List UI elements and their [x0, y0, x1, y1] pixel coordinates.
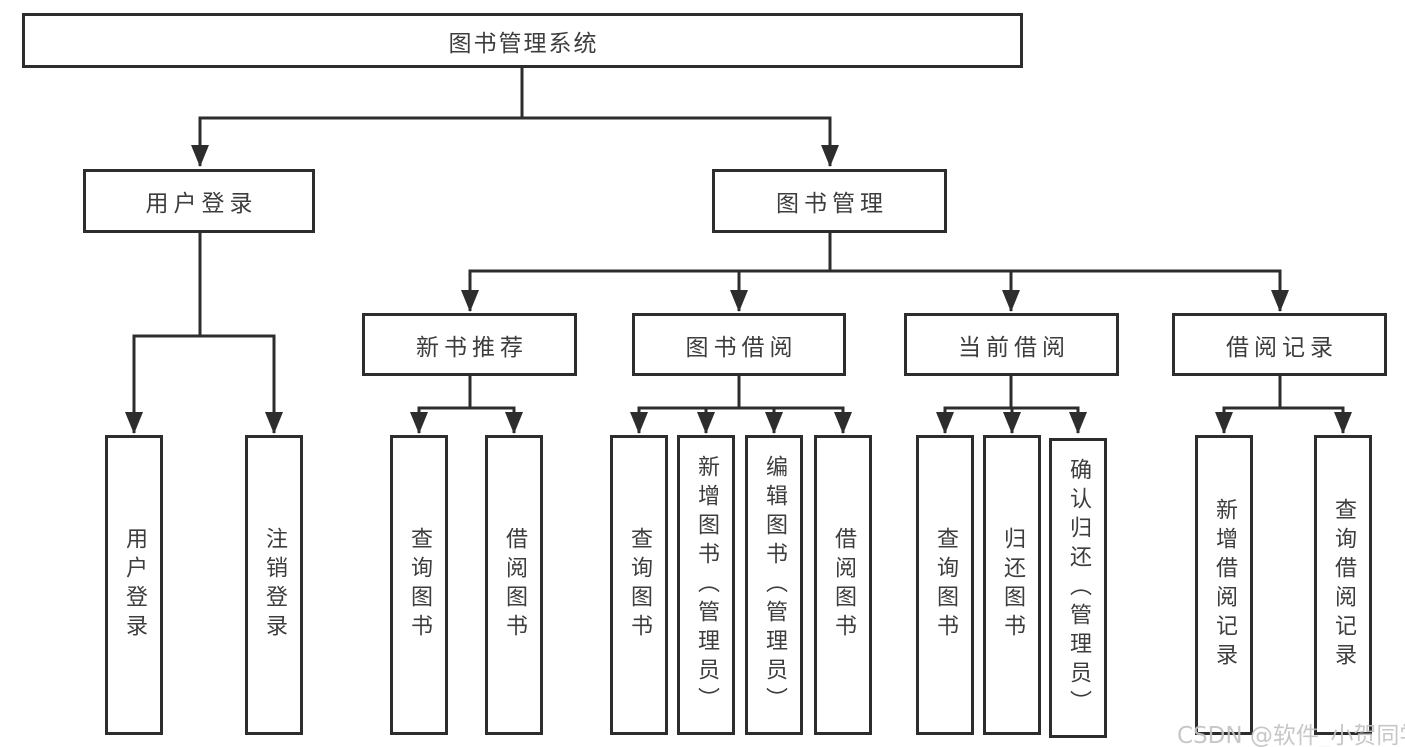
node-root: 图书管理系统 [22, 13, 1023, 68]
connector-new-book-children [410, 376, 523, 434]
leaf-confirm-return-admin: 确认归还（管理员） [1049, 438, 1107, 738]
leaf-borrow-query-books: 查询图书 [610, 435, 668, 735]
connector-book-mgmt-to-level3 [461, 232, 1289, 312]
connector-book-borrow-children [630, 376, 852, 434]
leaf-edit-books-admin-label: 编辑图书（管理员） [762, 454, 787, 716]
leaf-newrec-query-books: 查询图书 [390, 435, 448, 735]
connector-borrow-records-children [1215, 376, 1352, 434]
csdn-watermark: CSDN @软件_小贺同学 [1177, 723, 1405, 747]
leaf-add-borrow-record: 新增借阅记录 [1195, 435, 1253, 735]
node-borrow-records-label: 借阅记录 [1226, 334, 1338, 361]
leaf-add-borrow-record-label: 新增借阅记录 [1212, 498, 1237, 672]
leaf-newrec-borrow-books-label: 借阅图书 [502, 527, 527, 643]
node-user-login: 用户登录 [83, 169, 315, 233]
leaf-current-query-books: 查询图书 [916, 435, 974, 735]
leaf-user-login-label: 用户登录 [122, 527, 147, 643]
leaf-newrec-borrow-books: 借阅图书 [485, 435, 543, 735]
leaf-logout-label: 注销登录 [262, 527, 287, 643]
node-root-label: 图书管理系统 [448, 30, 599, 57]
leaf-return-books: 归还图书 [983, 435, 1041, 735]
leaf-add-books-admin-label: 新增图书（管理员） [694, 454, 719, 716]
node-current-borrow-label: 当前借阅 [958, 334, 1070, 361]
node-current-borrow: 当前借阅 [904, 313, 1119, 376]
connector-user-login-children [125, 232, 283, 434]
leaf-borrow-query-books-label: 查询图书 [627, 527, 652, 643]
leaf-query-borrow-record: 查询借阅记录 [1314, 435, 1372, 735]
node-book-management: 图书管理 [712, 169, 947, 233]
node-book-borrow: 图书借阅 [632, 313, 846, 376]
leaf-logout: 注销登录 [245, 435, 303, 735]
leaf-confirm-return-admin-label: 确认归还（管理员） [1066, 457, 1091, 719]
leaf-current-query-books-label: 查询图书 [933, 527, 958, 643]
connector-root-to-level2 [191, 68, 839, 167]
leaf-newrec-query-books-label: 查询图书 [407, 527, 432, 643]
node-new-book-recommend: 新书推荐 [362, 313, 577, 376]
node-book-borrow-label: 图书借阅 [685, 334, 798, 361]
node-borrow-records: 借阅记录 [1172, 313, 1387, 376]
connector-current-borrow-children [936, 376, 1087, 434]
node-user-login-label: 用户登录 [145, 191, 258, 217]
leaf-query-borrow-record-label: 查询借阅记录 [1331, 498, 1356, 672]
leaf-borrow-books-label: 借阅图书 [831, 527, 856, 643]
leaf-user-login: 用户登录 [105, 435, 163, 735]
leaf-add-books-admin: 新增图书（管理员） [677, 435, 735, 735]
node-new-book-recommend-label: 新书推荐 [416, 334, 528, 361]
leaf-return-books-label: 归还图书 [1000, 527, 1025, 643]
leaf-borrow-books: 借阅图书 [814, 435, 872, 735]
leaf-edit-books-admin: 编辑图书（管理员） [745, 435, 803, 735]
node-book-management-label: 图书管理 [776, 191, 888, 217]
